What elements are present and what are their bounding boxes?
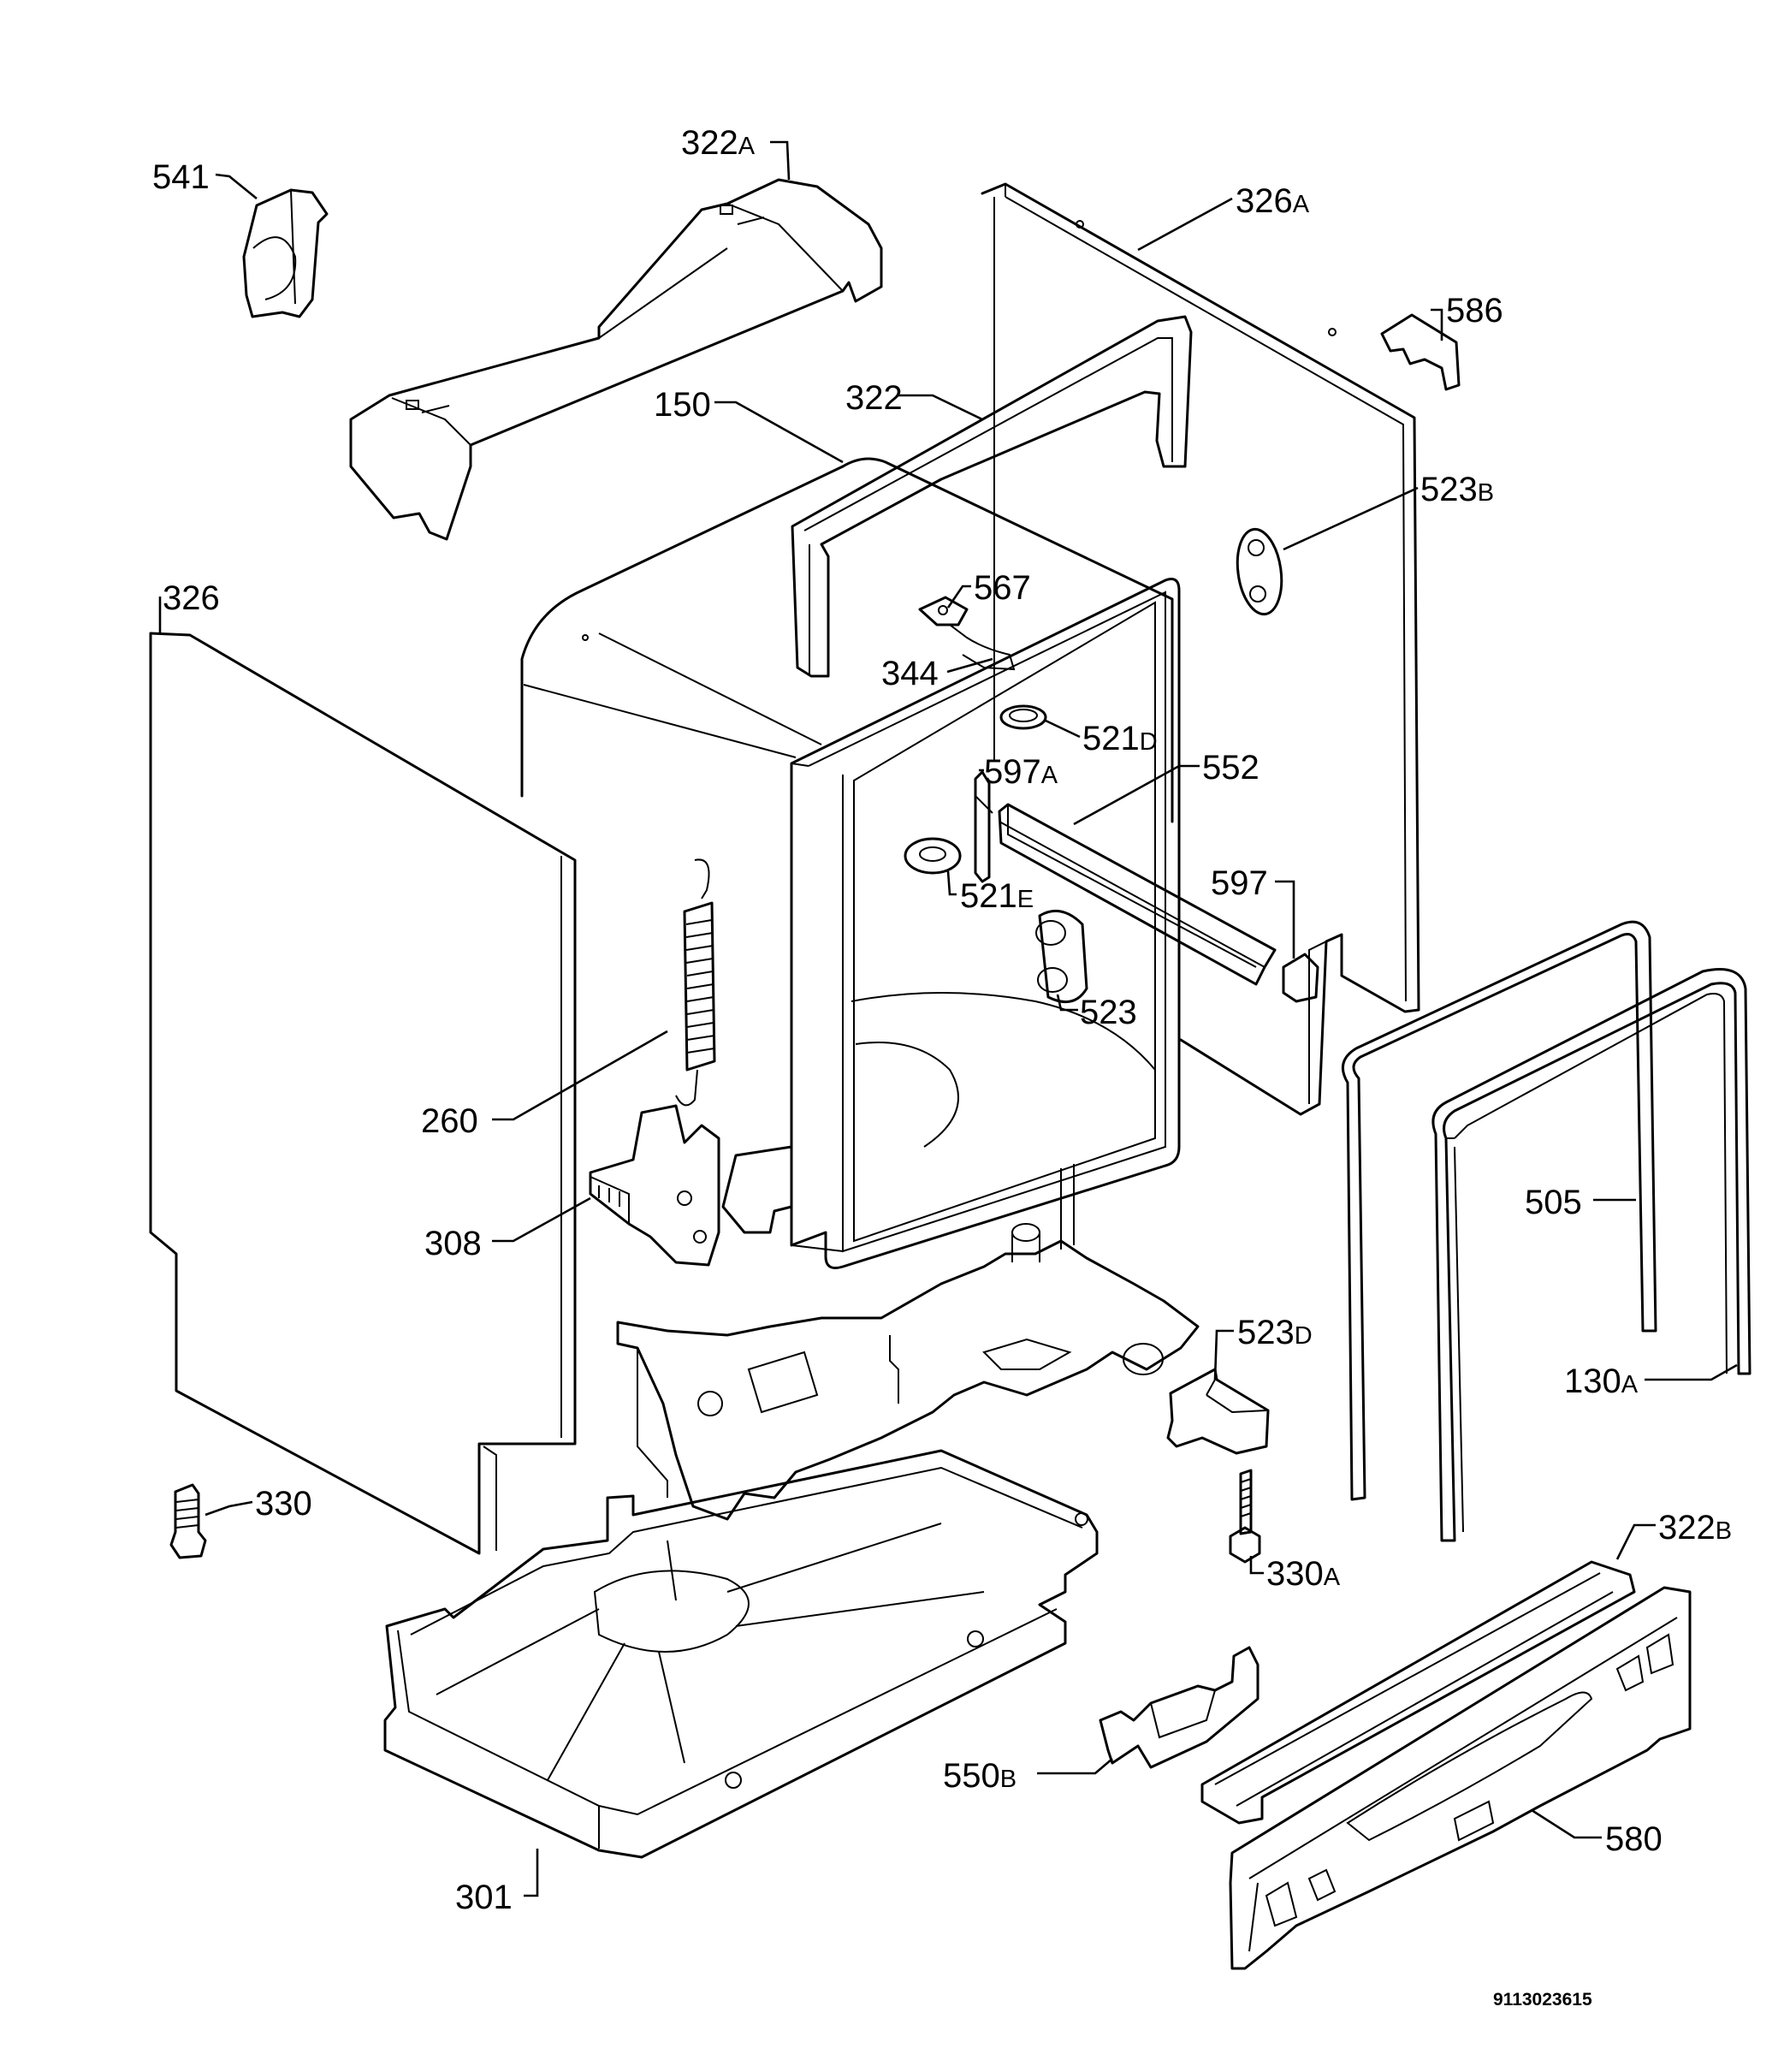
part-322a-top-rail [349,178,883,541]
part-523-grommet [1035,909,1088,1004]
part-597a-hook [974,770,993,883]
part-base-frame [616,1164,1200,1521]
callout-586: 586 [1446,292,1503,330]
callout-521e: 521E [960,877,1034,915]
part-567-344-clip [918,596,1016,671]
part-260-spring [675,858,716,1107]
part-541-clip [242,188,329,318]
part-505-seal [1341,920,1657,1501]
callout-330: 330 [255,1485,312,1523]
callout-322a: 322A [681,124,756,162]
callout-344: 344 [881,655,939,692]
part-552-rail [998,803,1277,986]
callout-597: 597 [1211,864,1268,902]
part-597-end-clip [1282,953,1319,1003]
part-322b-rail [1200,1560,1636,1825]
part-322-top-frame [791,315,1193,678]
document-id: 9113023615 [1493,1990,1592,2010]
part-301-base-tray [383,1449,1099,1859]
callout-326a: 326A [1236,182,1310,220]
part-150-tub [520,457,1174,1438]
callout-labels: 541 322A 326A 586 150 322 523B 326 567 3… [152,124,1732,1916]
part-130a-seal [1431,968,1751,1542]
callout-260: 260 [421,1102,478,1140]
leader-lines [158,140,1738,1897]
part-330a-foot [1229,1469,1261,1564]
part-326a-rear-panel [981,182,1420,1116]
callout-597a: 597A [984,753,1058,791]
part-308-hinge [589,1104,720,1267]
callout-505: 505 [1525,1184,1582,1221]
part-521e-washer [904,837,962,875]
callout-523: 523 [1080,994,1137,1031]
callout-150: 150 [654,386,711,424]
part-521d-ring [999,704,1047,730]
part-550b-bracket [1099,1646,1260,1769]
callout-541: 541 [152,158,210,196]
callout-550b: 550B [943,1757,1017,1795]
callout-552: 552 [1202,749,1260,787]
callout-580: 580 [1605,1820,1663,1858]
callout-523b: 523B [1420,471,1494,508]
callout-521d: 521D [1082,720,1158,757]
part-326-side-panel [149,632,577,1555]
part-580-kickplate [1229,1586,1692,1970]
callout-308: 308 [424,1225,482,1262]
part-523d-bracket [1166,1368,1270,1455]
callout-326: 326 [163,579,220,617]
callout-330a: 330A [1266,1555,1341,1593]
callout-322b: 322B [1658,1509,1732,1547]
callout-130a: 130A [1564,1363,1639,1400]
callout-567: 567 [974,569,1031,607]
part-tub-front-frame [721,578,1181,1269]
callout-523d: 523D [1237,1314,1313,1351]
callout-301: 301 [455,1879,513,1916]
callout-322: 322 [845,379,903,417]
part-330-foot [169,1483,207,1559]
part-523b-grommet [1236,527,1283,616]
